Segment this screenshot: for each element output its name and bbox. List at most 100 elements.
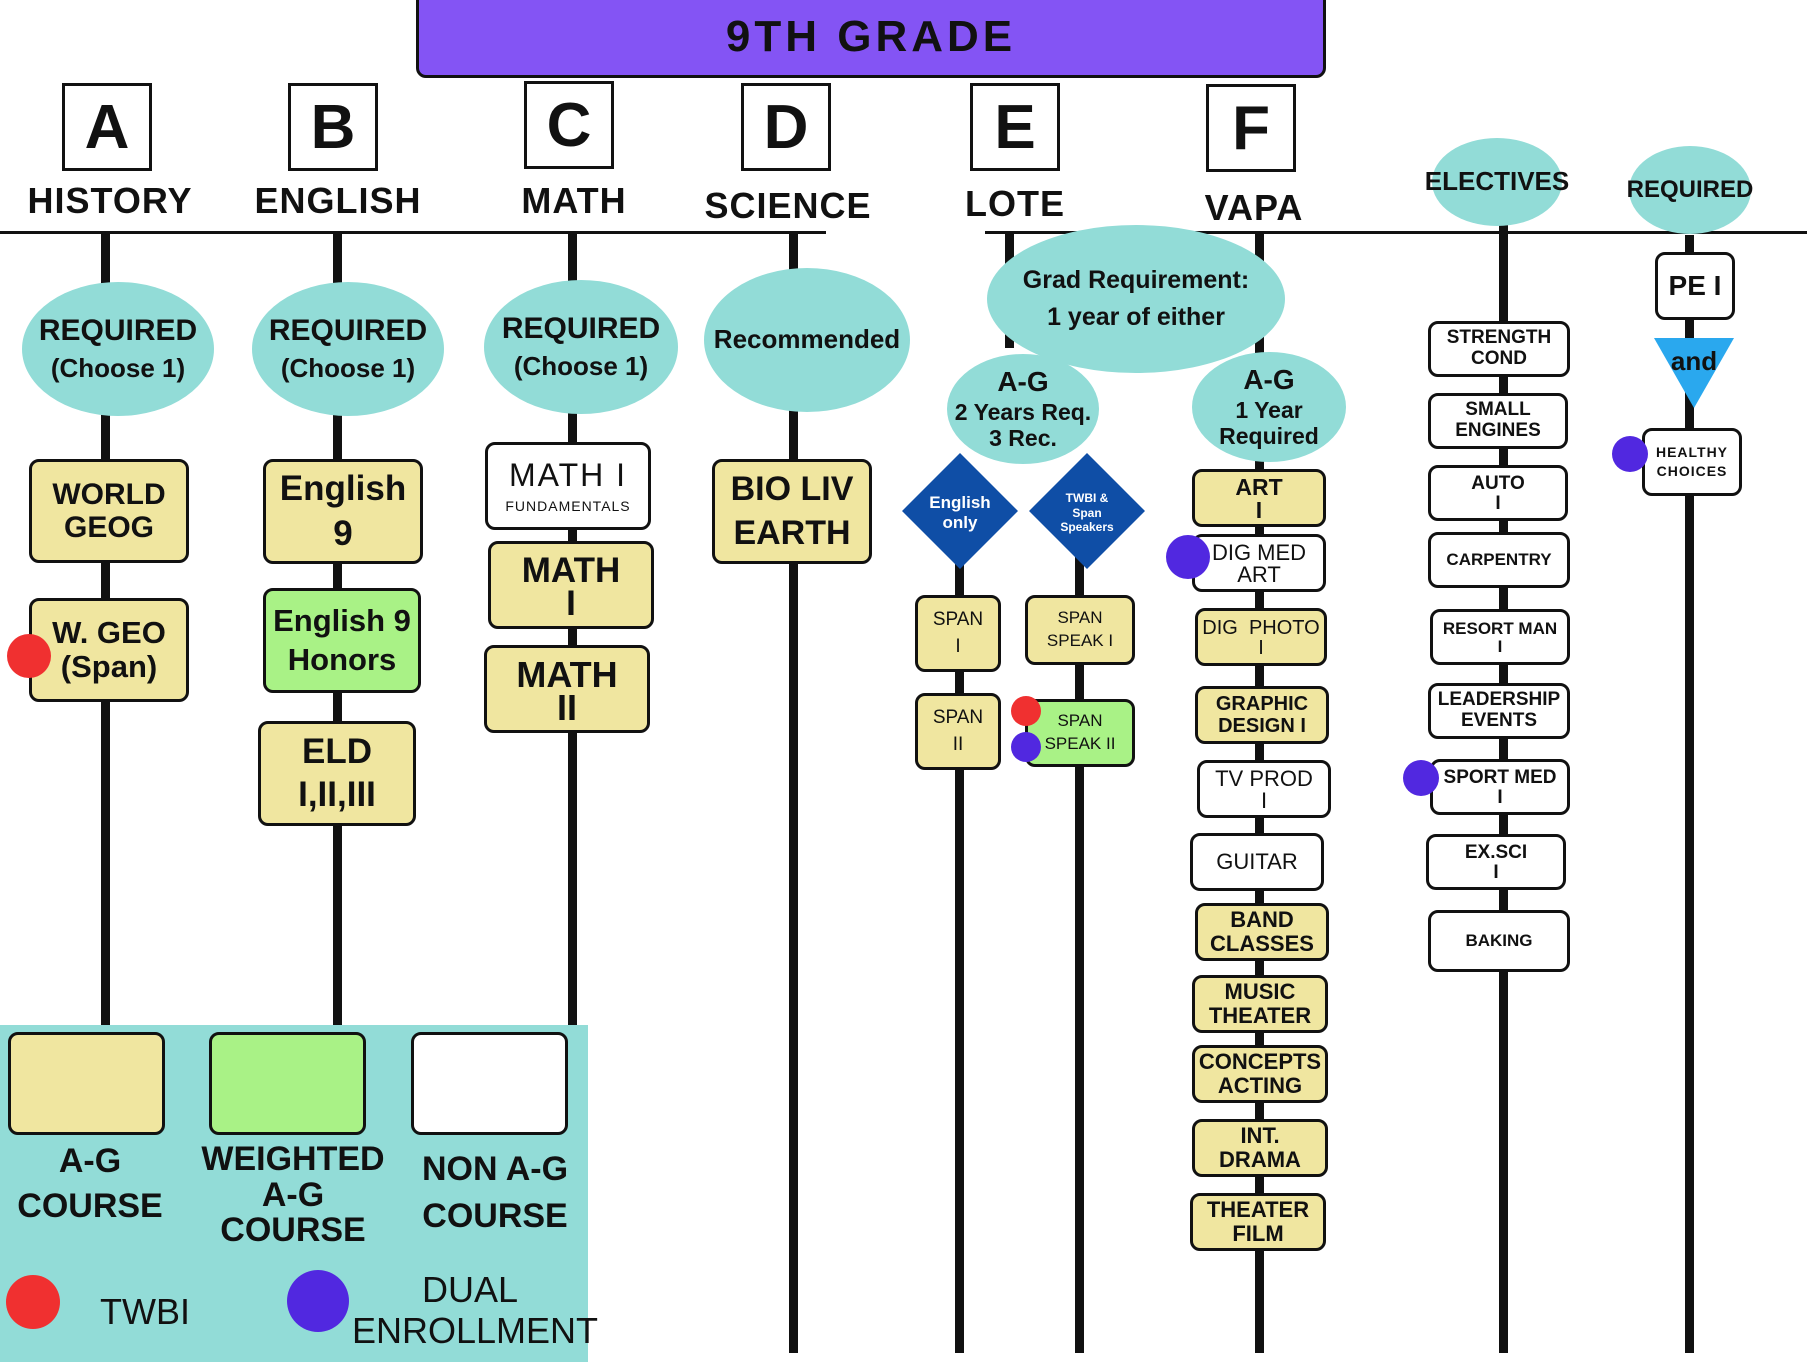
column-letter-e: E	[970, 83, 1060, 171]
twbi-line	[1075, 540, 1084, 1353]
course-math-ii[interactable]: MATH II	[484, 645, 650, 733]
course-tv-prod-i[interactable]: TV PROD I	[1197, 760, 1331, 818]
course-math-i[interactable]: MATH I	[488, 541, 654, 629]
legend-twbi-dot	[6, 1275, 60, 1329]
course-theater-film[interactable]: THEATER FILM	[1190, 1193, 1326, 1251]
twbi-dot-span-speak-ii	[1011, 696, 1041, 726]
oval-line-1: Recommended	[713, 324, 901, 355]
course-dig-photo-i[interactable]: DIG PHOTO I	[1195, 608, 1327, 666]
course-line-2: ACTING	[1217, 1073, 1303, 1098]
course-line-1: W. GEO	[52, 614, 166, 650]
course-graphic-design-i[interactable]: GRAPHIC DESIGN I	[1195, 686, 1329, 744]
course-line-2: II	[952, 733, 964, 755]
course-line-2: GEOG	[63, 511, 154, 544]
course-line-1: GUITAR	[1216, 848, 1298, 874]
course-line-1: EX.SCI	[1464, 842, 1528, 863]
course-line-2: I	[1497, 786, 1503, 808]
course-strength-cond[interactable]: STRENGTH COND	[1428, 321, 1570, 377]
course-line-1: SPAN	[1057, 711, 1103, 731]
course-math-i-fundamentals[interactable]: MATH I FUNDAMENTALS	[485, 442, 651, 530]
course-dig-med-art[interactable]: DIG MED ART	[1192, 534, 1326, 592]
and-label: and	[1670, 346, 1718, 376]
oval-line-1: A-G	[1243, 364, 1295, 396]
course-art-i[interactable]: ART I	[1192, 469, 1326, 527]
course-english-9[interactable]: English 9	[263, 459, 423, 564]
course-line-2: II	[556, 687, 577, 729]
course-line-1: RESORT MAN	[1442, 619, 1558, 638]
course-line-2: I	[1258, 637, 1264, 659]
course-auto-i[interactable]: AUTO I	[1428, 465, 1568, 521]
legend-non-ag-swatch	[411, 1032, 568, 1135]
course-line-1: SPAN	[932, 706, 984, 728]
course-line-2: ART	[1237, 562, 1281, 588]
legend-weighted-swatch	[209, 1032, 366, 1135]
legend-line-1: WEIGHTED	[201, 1140, 385, 1178]
course-line-2: I	[1255, 497, 1263, 524]
course-leadership-events[interactable]: LEADERSHIP EVENTS	[1428, 683, 1570, 739]
course-line-1: DIG PHOTO	[1202, 617, 1320, 639]
course-int-drama[interactable]: INT. DRAMA	[1192, 1119, 1328, 1177]
math-line	[568, 233, 577, 1028]
legend-line-2: ENROLLMENT	[352, 1310, 599, 1352]
course-line-2: COND	[1471, 348, 1527, 369]
course-resort-man-i[interactable]: RESORT MAN I	[1430, 609, 1570, 665]
course-line-2: I,II,III	[298, 774, 376, 814]
course-guitar[interactable]: GUITAR	[1190, 833, 1324, 891]
course-line-2: DRAMA	[1219, 1147, 1301, 1172]
math-required-oval: REQUIRED (Choose 1)	[484, 280, 678, 414]
diamond-line-1: English	[929, 492, 991, 512]
course-span-speak-ii[interactable]: SPAN SPEAK II	[1025, 699, 1135, 767]
course-line-1: INT.	[1240, 1122, 1280, 1148]
course-span-i[interactable]: SPAN I	[915, 595, 1001, 672]
course-span-speak-i[interactable]: SPAN SPEAK I	[1025, 595, 1135, 665]
course-band-classes[interactable]: BAND CLASSES	[1195, 903, 1329, 961]
column-heading-science: SCIENCE	[704, 185, 872, 226]
and-triangle	[1654, 338, 1734, 408]
diamond-line-3: Speakers	[1060, 520, 1114, 535]
required-heading: REQUIRED	[1626, 176, 1754, 204]
course-line-1: MATH I	[508, 456, 628, 493]
course-bio-liv-earth[interactable]: BIO LIV EARTH	[712, 459, 872, 564]
english-required-oval: REQUIRED (Choose 1)	[252, 282, 444, 416]
course-pe-i[interactable]: PE I	[1655, 252, 1735, 320]
twbi-speakers-label: TWBI & Span Speakers	[1027, 482, 1147, 544]
course-line-1: STRENGTH	[1446, 327, 1552, 349]
electives-heading: ELECTIVES	[1424, 166, 1570, 197]
course-w-geo-span[interactable]: W. GEO (Span)	[29, 598, 189, 702]
course-world-geog[interactable]: WORLD GEOG	[29, 459, 189, 563]
course-small-engines[interactable]: SMALL ENGINES	[1428, 393, 1568, 449]
course-ex-sci-i[interactable]: EX.SCI I	[1426, 834, 1566, 890]
course-sport-med-i[interactable]: SPORT MED I	[1430, 759, 1570, 815]
course-healthy-choices[interactable]: HEALTHY CHOICES	[1642, 428, 1742, 496]
course-line-2: EARTH	[733, 513, 851, 552]
course-line-2: 9	[333, 513, 353, 553]
course-line-2: CHOICES	[1656, 463, 1728, 479]
course-line-1: ART	[1235, 474, 1283, 500]
history-required-oval: REQUIRED (Choose 1)	[22, 282, 214, 416]
course-line-1: CARPENTRY	[1446, 549, 1552, 569]
course-baking[interactable]: BAKING	[1428, 910, 1570, 972]
course-line-1: SPORT MED	[1443, 767, 1557, 788]
course-eld[interactable]: ELD I,II,III	[258, 721, 416, 826]
legend-line-1: A-G	[58, 1142, 122, 1180]
course-line-2: CLASSES	[1210, 931, 1314, 956]
course-line-1: CONCEPTS	[1198, 1048, 1322, 1074]
course-music-theater[interactable]: MUSIC THEATER	[1192, 975, 1328, 1033]
english-only-label: English only	[900, 480, 1020, 546]
legend-dual-label: DUAL ENROLLMENT	[352, 1269, 599, 1352]
oval-line-2: (Choose 1)	[513, 351, 649, 382]
course-english-9-honors[interactable]: English 9 Honors	[263, 588, 421, 693]
course-line-1: SPAN	[932, 608, 984, 630]
course-line-1: MUSIC	[1224, 978, 1296, 1004]
course-concepts-acting[interactable]: CONCEPTS ACTING	[1192, 1045, 1328, 1103]
course-line-2: Honors	[287, 641, 397, 677]
course-span-ii[interactable]: SPAN II	[915, 693, 1001, 770]
course-line-1: English	[279, 469, 407, 508]
course-line-1: BIO LIV	[730, 470, 854, 509]
grad-requirement-oval: Grad Requirement: 1 year of either	[987, 225, 1285, 373]
legend-line-2: COURSE	[17, 1187, 163, 1226]
oval-line-1: REQUIRED	[501, 311, 661, 345]
course-line-2: I	[1495, 492, 1501, 514]
dual-enrollment-dot-span-speak-ii	[1011, 732, 1041, 762]
course-carpentry[interactable]: CARPENTRY	[1428, 532, 1570, 588]
